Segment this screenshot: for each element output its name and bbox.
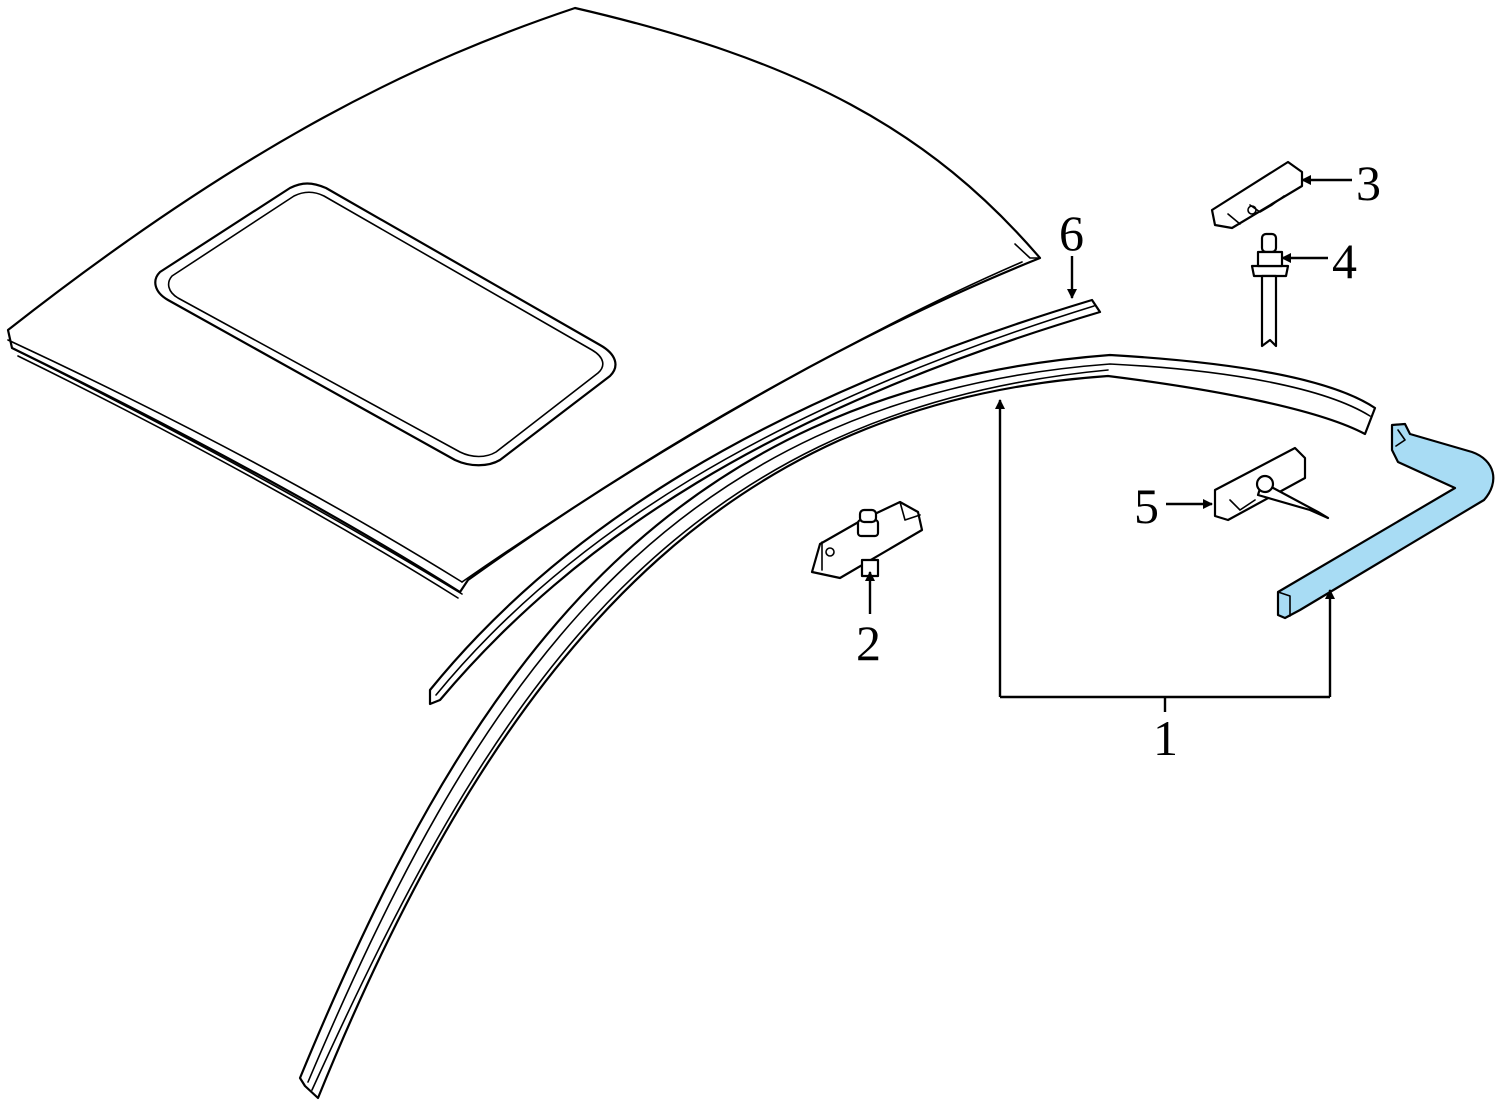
molding-clip: [810, 500, 924, 580]
retainer: [1213, 446, 1330, 522]
leader-lines: [865, 175, 1352, 712]
callout-2: 2: [856, 615, 881, 671]
front-molding-highlighted: [1276, 422, 1495, 620]
roof-molding-long: [298, 353, 1377, 1100]
callout-1: 1: [1153, 710, 1178, 766]
roof-panel: [6, 6, 1042, 599]
callout-6: 6: [1059, 205, 1084, 261]
callout-4: 4: [1332, 233, 1357, 289]
seal-strip: [428, 298, 1102, 706]
callout-3: 3: [1356, 155, 1381, 211]
retainer-clip: [1210, 160, 1304, 230]
callout-5: 5: [1134, 478, 1159, 534]
rivet: [1250, 232, 1290, 348]
